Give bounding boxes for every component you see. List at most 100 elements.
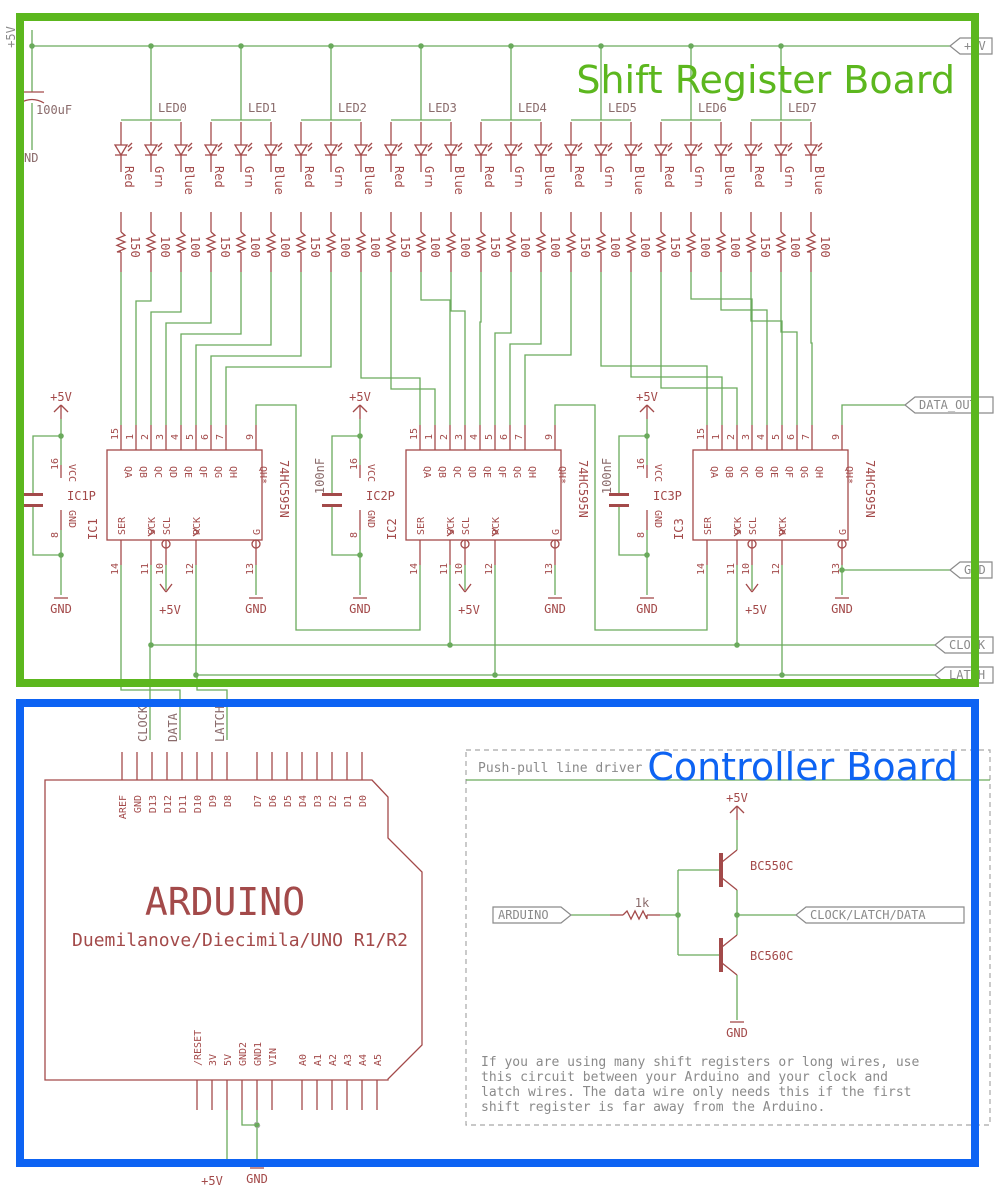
- bulk-cap-label: 100uF: [36, 103, 72, 117]
- ic2-pinnum-7: 7: [514, 434, 525, 440]
- led7-name: LED7: [788, 101, 817, 115]
- led0-res-value-2: 100: [188, 236, 202, 258]
- driver-q2-base-bar: [719, 938, 723, 972]
- ic3-pinnum-10: 10: [741, 563, 752, 575]
- ic1-pinnum-1: 1: [125, 434, 136, 440]
- led5-red-diode-ray-2: [577, 146, 583, 152]
- route-ch-12: [479, 272, 482, 425]
- arduino-pinname-b-2: 5V: [223, 1054, 234, 1066]
- led2-channel-label-2: Blue: [362, 166, 376, 195]
- arduino-pinname-d0: D0: [358, 795, 369, 807]
- led0-res-value-1: 100: [158, 236, 172, 258]
- led7-blue-diode: [803, 144, 819, 157]
- data-out-wire: [841, 404, 905, 425]
- led6-res-2: [715, 231, 727, 253]
- led6-res-1: [685, 231, 697, 253]
- chain-0: [255, 404, 421, 631]
- route-ch-6: [210, 272, 302, 425]
- ic3-pinnum-15: 15: [696, 428, 707, 440]
- led1-red-diode-ray-2: [217, 146, 223, 152]
- ic2-pinnum-13: 13: [544, 563, 555, 575]
- led2-blue-diode: [353, 144, 369, 157]
- led1-res-value-2: 100: [278, 236, 292, 258]
- arduino-pinname-b-9: A3: [343, 1054, 354, 1066]
- ic2-pinnum-2: 2: [439, 434, 450, 440]
- led4-channel-label-1: Grn: [512, 166, 526, 188]
- ic1-pinnum-12: 12: [185, 563, 196, 575]
- ic1-pinname-QH: QH: [227, 466, 238, 478]
- led6-res-value-1: 100: [698, 236, 712, 258]
- ic1-g-bubble: [251, 539, 261, 549]
- ic2-pinname-RCK: RCK: [491, 517, 502, 535]
- ic1-power-pinnum-16: 16: [50, 458, 61, 470]
- ic1-cap-bot-wire: [32, 507, 61, 556]
- latch-junction-1: [492, 672, 498, 678]
- ic2-power-gnd-label: GND: [349, 602, 371, 616]
- led2-res-1: [325, 231, 337, 253]
- route-ch-20: [720, 272, 768, 425]
- led3-res-value-0: 150: [398, 236, 412, 258]
- ic3-pinname-QE: QE: [768, 466, 779, 478]
- led4-channel-label-0: Red: [482, 166, 496, 188]
- led5-channel-label-2: Blue: [632, 166, 646, 195]
- ic2-cap-plate-b: [322, 504, 342, 507]
- led7-channel-label-2: Blue: [812, 166, 826, 195]
- led0-res-1: [145, 231, 157, 253]
- ic3-pinnum-12: 12: [771, 563, 782, 575]
- ic1-pinnum-13: 13: [245, 563, 256, 575]
- led0-res-2: [175, 231, 187, 253]
- clock-port-label: CLOCK: [949, 638, 986, 652]
- ic2-power-pinname-vcc: VCC: [365, 464, 376, 482]
- led4-res-value-1: 100: [518, 236, 532, 258]
- shift-register-board-outline: [16, 13, 979, 687]
- led7-channel-label-0: Red: [752, 166, 766, 188]
- led0-blue-diode-ray-1: [187, 142, 193, 148]
- controller-wire-label-clock: CLOCK: [136, 705, 150, 742]
- ic2-pinname-SCK: SCK: [446, 517, 457, 535]
- ic1-power-pinname-vcc: VCC: [66, 464, 77, 482]
- led3-red-diode-ray-1: [397, 142, 403, 148]
- ic1-power-pinname-gnd: GND: [66, 510, 77, 528]
- led0-grn-diode: [143, 144, 159, 157]
- ic2-pinnum-10: 10: [454, 563, 465, 575]
- led1-red-diode: [203, 144, 219, 157]
- led2-red-diode: [293, 144, 309, 157]
- ic3-cap-value: 100nF: [600, 458, 614, 494]
- ic1-scl-bubble: [161, 539, 171, 549]
- controller-wire-label-data: DATA: [166, 712, 180, 742]
- led3-name: LED3: [428, 101, 457, 115]
- ic2-rck-tri-b: [491, 531, 499, 537]
- ic1-pinnum-10: 10: [155, 563, 166, 575]
- led1-red-diode-ray-1: [217, 142, 223, 148]
- led1-grn-diode: [233, 144, 249, 157]
- arduino-pinname-d9: D9: [208, 795, 219, 807]
- ic2-pinname-QC: QC: [451, 466, 462, 478]
- led2-res-value-0: 150: [308, 236, 322, 258]
- arduino-pinname-d8: D8: [223, 795, 234, 807]
- ic3-cap-top-wire: [618, 435, 647, 494]
- led6-blue-diode-ray-1: [727, 142, 733, 148]
- clock-junction-1: [447, 642, 453, 648]
- ic3-scl-arrow-l: [745, 583, 753, 593]
- ic3-pinnum-6: 6: [786, 434, 797, 440]
- route-ch-14: [509, 272, 542, 425]
- ic1-rck-tri-b: [192, 531, 200, 537]
- led1-channel-label-1: Grn: [242, 166, 256, 188]
- ic2-cap-value: 100nF: [313, 458, 327, 494]
- ic3-pinnum-1: 1: [711, 434, 722, 440]
- ic3-pinname-SER: SER: [703, 516, 714, 535]
- led2-channel-label-0: Red: [302, 166, 316, 188]
- led6-name: LED6: [698, 101, 727, 115]
- driver-resistor-label: 1k: [635, 896, 650, 910]
- led1-blue-diode: [263, 144, 279, 157]
- led3-res-1: [415, 231, 427, 253]
- led0-red-diode-ray-1: [127, 142, 133, 148]
- bulk-gnd-label: ND: [24, 151, 38, 165]
- led4-res-1: [505, 231, 517, 253]
- led5-res-0: [565, 231, 577, 253]
- ic2-part: 74HC595N: [576, 460, 590, 518]
- ic2-pinname-QE: QE: [481, 466, 492, 478]
- route-ch-5: [195, 272, 272, 425]
- ic1-sck-tri-a: [147, 527, 155, 533]
